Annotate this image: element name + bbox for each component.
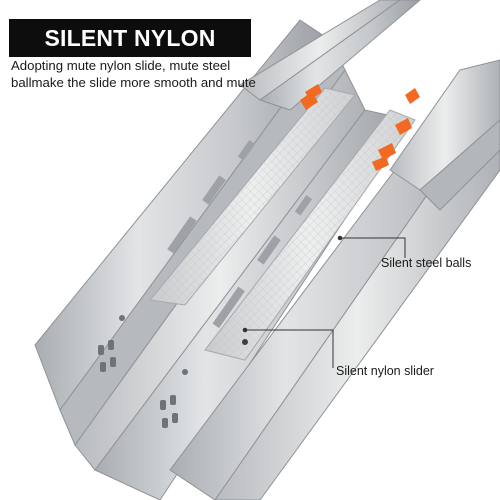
left-nylon-slider: [149, 87, 356, 306]
callout-lines: [242, 235, 406, 368]
right-rail-holes: [160, 339, 248, 428]
left-rail-holes: [98, 315, 125, 372]
orange-ball-retainer-right: [372, 88, 420, 171]
right-rail: [169, 59, 500, 500]
callout-steel-balls: Silent steel balls: [381, 256, 472, 270]
orange-ball-retainer-left: [300, 84, 322, 110]
top-rail-end: [239, 0, 421, 111]
banner-description: Adopting mute nylon slide, mute steel ba…: [11, 58, 256, 90]
banner-title: SILENT NYLON SLIDE: [9, 19, 251, 89]
right-nylon-slider: [204, 109, 416, 361]
callout-nylon-slider: Silent nylon slider: [336, 364, 434, 378]
